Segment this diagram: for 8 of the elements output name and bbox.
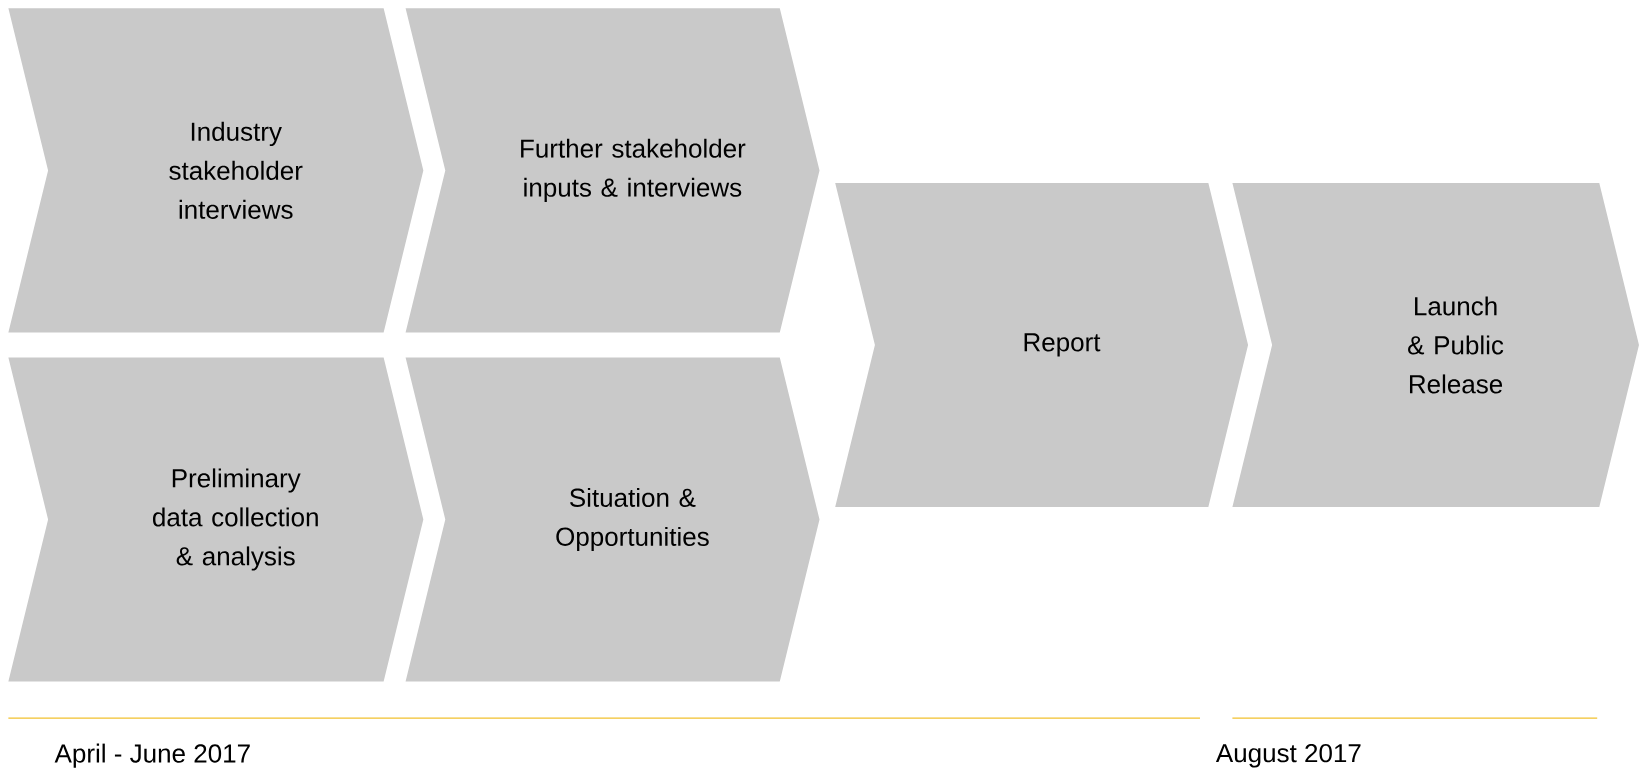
date-label: April - June 2017: [54, 743, 250, 768]
chevron-step: Industry stakeholder interviews: [8, 8, 424, 333]
chevron-step: Further stakeholder inputs & interviews: [405, 8, 820, 333]
date-label: August 2017: [1215, 743, 1361, 768]
chevron-step: Preliminary data collection & analysis: [8, 357, 424, 682]
chevron-step: Launch & Public Release: [1232, 182, 1639, 507]
chevron-step: Report: [835, 182, 1249, 507]
chevron-step: Situation & Opportunities: [405, 357, 820, 682]
